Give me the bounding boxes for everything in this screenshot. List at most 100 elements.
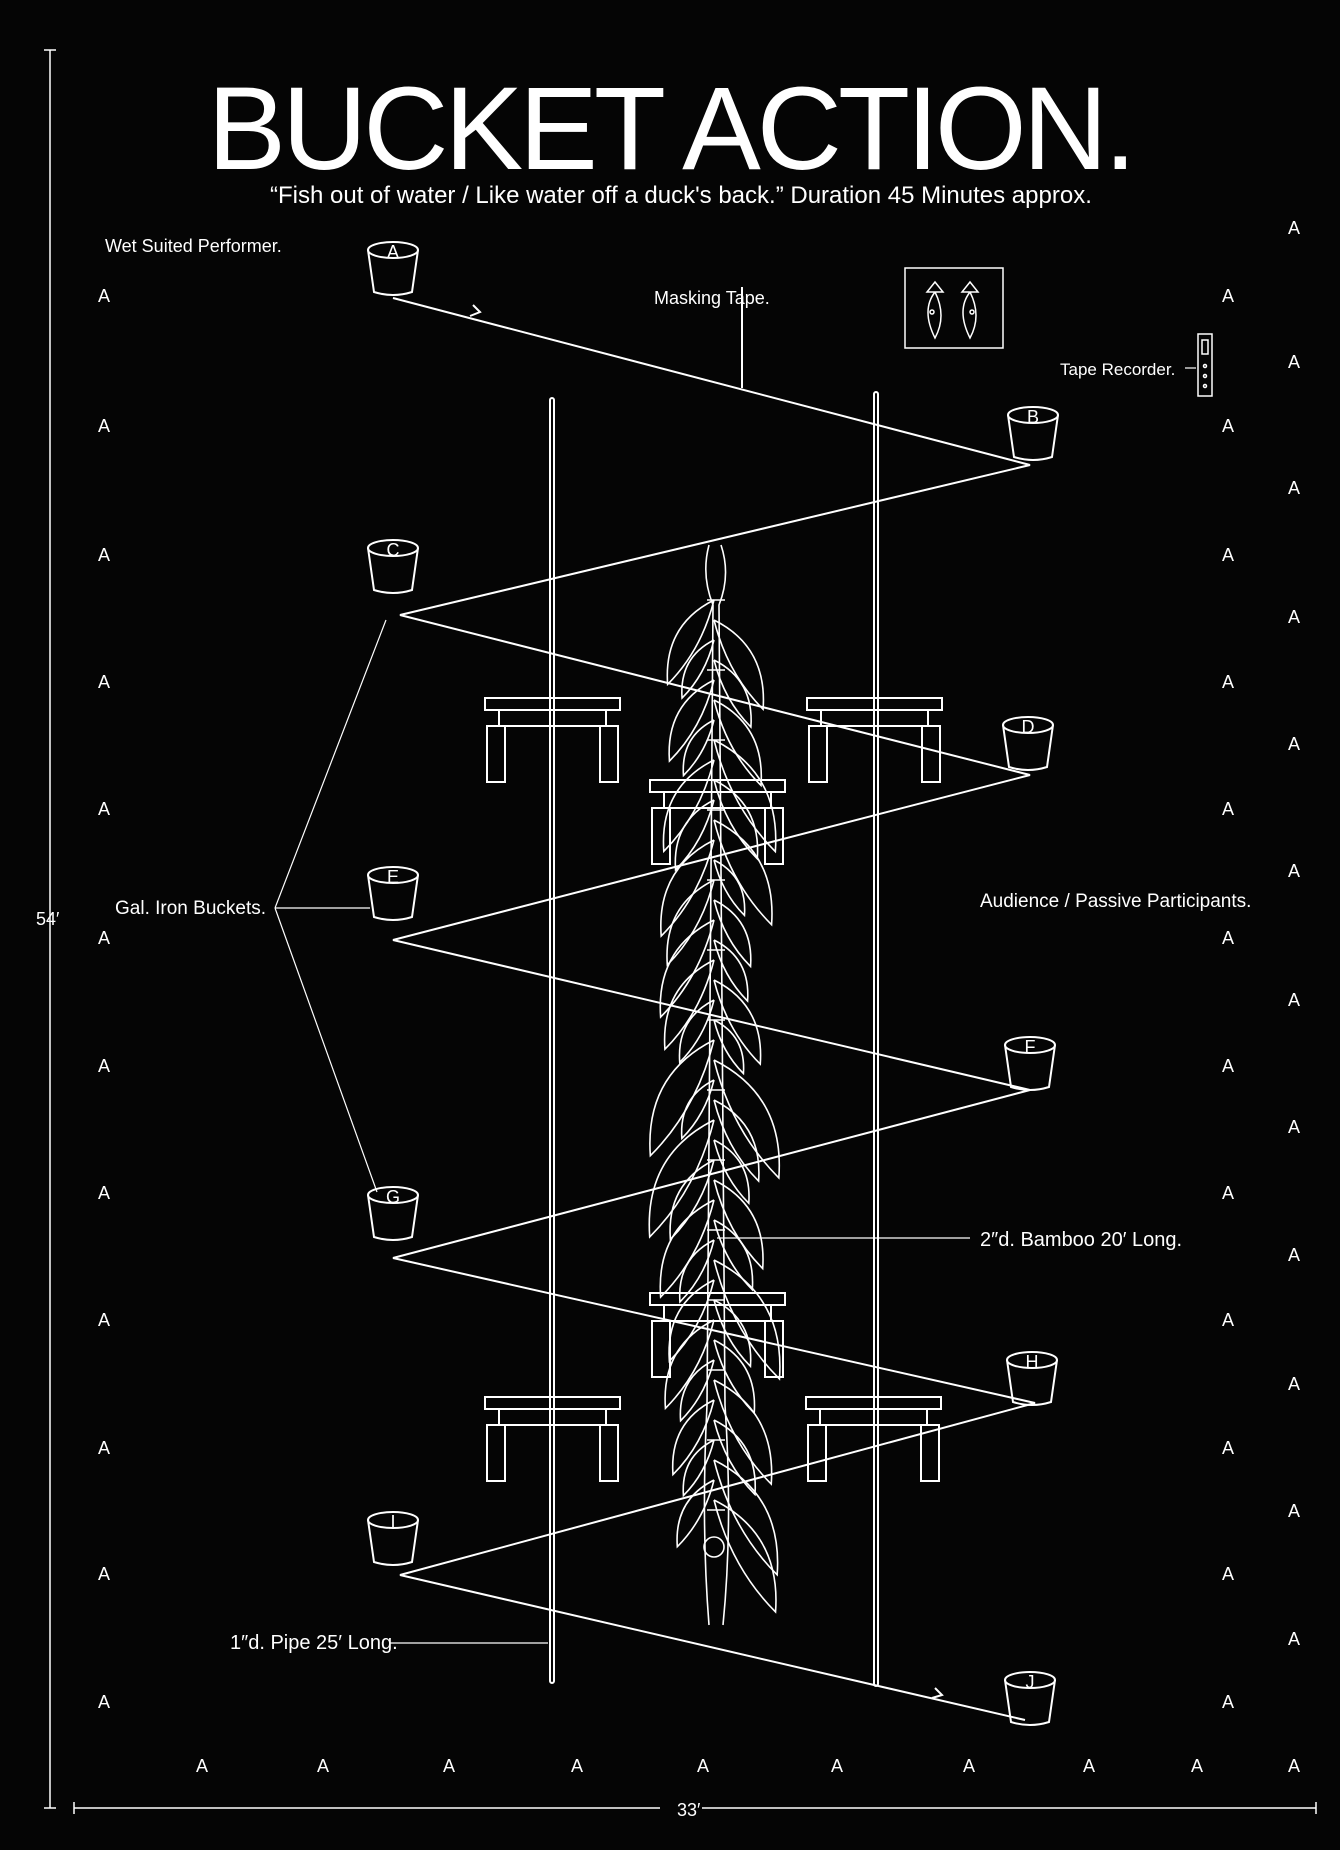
bucket-rim [1006, 1351, 1058, 1369]
height-dimension-label: 54′ [36, 909, 60, 929]
masking-tape-path [392, 287, 1036, 1721]
bucket-letter: B [1027, 407, 1039, 427]
bamboo-leaf [662, 759, 715, 854]
bucket-letter: J [1026, 1672, 1035, 1692]
pipe-icon [549, 397, 555, 1684]
bucket-rim [1004, 1036, 1056, 1054]
bamboo-leaf [713, 979, 762, 1066]
audience-member-mark: A [98, 1438, 110, 1458]
audience-member-mark: A [1288, 1629, 1300, 1649]
audience-member-mark: A [1288, 1501, 1300, 1521]
masking-tape-line [392, 297, 1036, 1721]
bamboo-leaf [659, 919, 715, 1019]
dimension-lines [44, 49, 1317, 1814]
bamboo-leaf [682, 1439, 715, 1498]
audience-member-mark: A [1222, 672, 1234, 692]
audience-member-mark: A [98, 545, 110, 565]
leader-line [274, 907, 378, 1193]
bench-icon [806, 697, 943, 783]
bamboo-stalk-edge [718, 544, 730, 1626]
audience-member-mark: A [831, 1756, 843, 1776]
bucket-d: D [1002, 716, 1054, 771]
audience-member-mark: A [1288, 1756, 1300, 1776]
audience-member-mark: A [98, 1564, 110, 1584]
bucket-icon [367, 249, 419, 296]
bucket-icon [367, 1194, 419, 1241]
audience-member-mark: A [1288, 352, 1300, 372]
audience-member-mark: A [1222, 799, 1234, 819]
pipe-icon [873, 391, 879, 1687]
bucket-icon [1006, 1359, 1058, 1406]
bamboo-leaf [713, 1379, 773, 1486]
audience-member-mark: A [1288, 218, 1300, 238]
bench-group [484, 697, 943, 1482]
audience-member-mark: A [98, 672, 110, 692]
audience-member-mark: A [1288, 990, 1300, 1010]
bucket-j: J [1004, 1671, 1056, 1726]
bamboo-leaf [713, 1419, 757, 1497]
bamboo-leaf [713, 659, 752, 729]
pipe-group [549, 391, 879, 1687]
tape-recorder-label: Tape Recorder. [1060, 360, 1175, 379]
diagram-title: BUCKET ACTION. [207, 63, 1136, 195]
audience-member-mark: A [1222, 1692, 1234, 1712]
bucket-icon [1004, 1044, 1056, 1091]
audience-member-mark: A [98, 1183, 110, 1203]
bucket-rim [367, 1511, 419, 1529]
bamboo-leaf [659, 1199, 715, 1299]
bamboo-leaf [713, 819, 773, 927]
audience-member-mark: A [196, 1756, 208, 1776]
audience-member-mark: A [697, 1756, 709, 1776]
bamboo-leaf [678, 999, 715, 1065]
width-dimension-label: 33′ [677, 1800, 701, 1820]
audience-member-mark: A [98, 416, 110, 436]
audience-member-mark: A [1288, 1374, 1300, 1394]
audience-member-mark: A [98, 928, 110, 948]
audience-member-mark: A [1222, 1310, 1234, 1330]
bucket-b: B [1007, 406, 1059, 461]
audience-member-mark: A [1222, 928, 1234, 948]
bucket-c: C [367, 539, 419, 594]
bamboo-leaf [679, 1359, 715, 1423]
bamboo-leaf [713, 699, 763, 788]
bench-icon [484, 697, 621, 783]
audience-member-mark: A [1288, 861, 1300, 881]
bamboo-leaf [649, 1039, 715, 1158]
leader-line [274, 619, 387, 909]
fish-picture-icon [904, 267, 1004, 349]
leader-lines [274, 367, 1196, 1644]
bamboo-leaf [682, 719, 715, 778]
audience-member-mark: A [1222, 416, 1234, 436]
bucket-letter: E [387, 867, 399, 887]
audience-member-mark: A [1288, 478, 1300, 498]
bucket-rim [1002, 716, 1054, 734]
performer-label: Wet Suited Performer. [105, 236, 282, 256]
bamboo-leaf [713, 1019, 745, 1076]
audience-member-mark: A [1191, 1756, 1203, 1776]
bucket-rim [367, 1186, 419, 1204]
bamboo-end [703, 1536, 725, 1558]
bench-icon [649, 779, 786, 865]
bamboo-leaf [669, 1159, 715, 1242]
audience-member-mark: A [1222, 1564, 1234, 1584]
bucket-rim [1004, 1671, 1056, 1689]
bamboo-leaf [713, 1059, 781, 1180]
bucket-letter: D [1022, 717, 1035, 737]
bamboo-leaf [713, 1139, 750, 1206]
bamboo-leaf [713, 1099, 760, 1183]
bucket-icon [367, 547, 419, 594]
bucket-letter: C [387, 540, 400, 560]
bench-icon [805, 1396, 942, 1482]
bucket-g: G [367, 1186, 419, 1241]
audience-member-mark: A [1083, 1756, 1095, 1776]
bucket-i: I [367, 1511, 419, 1566]
bamboo-leaf [713, 899, 752, 969]
bucket-rim [367, 241, 419, 259]
bamboo-leaf [676, 1479, 715, 1549]
bamboo-leaf [713, 859, 746, 918]
bucket-icon [1002, 724, 1054, 771]
bucket-letter: H [1026, 1352, 1039, 1372]
bucket-icon [367, 1519, 419, 1566]
audience-member-mark: A [1288, 1117, 1300, 1137]
